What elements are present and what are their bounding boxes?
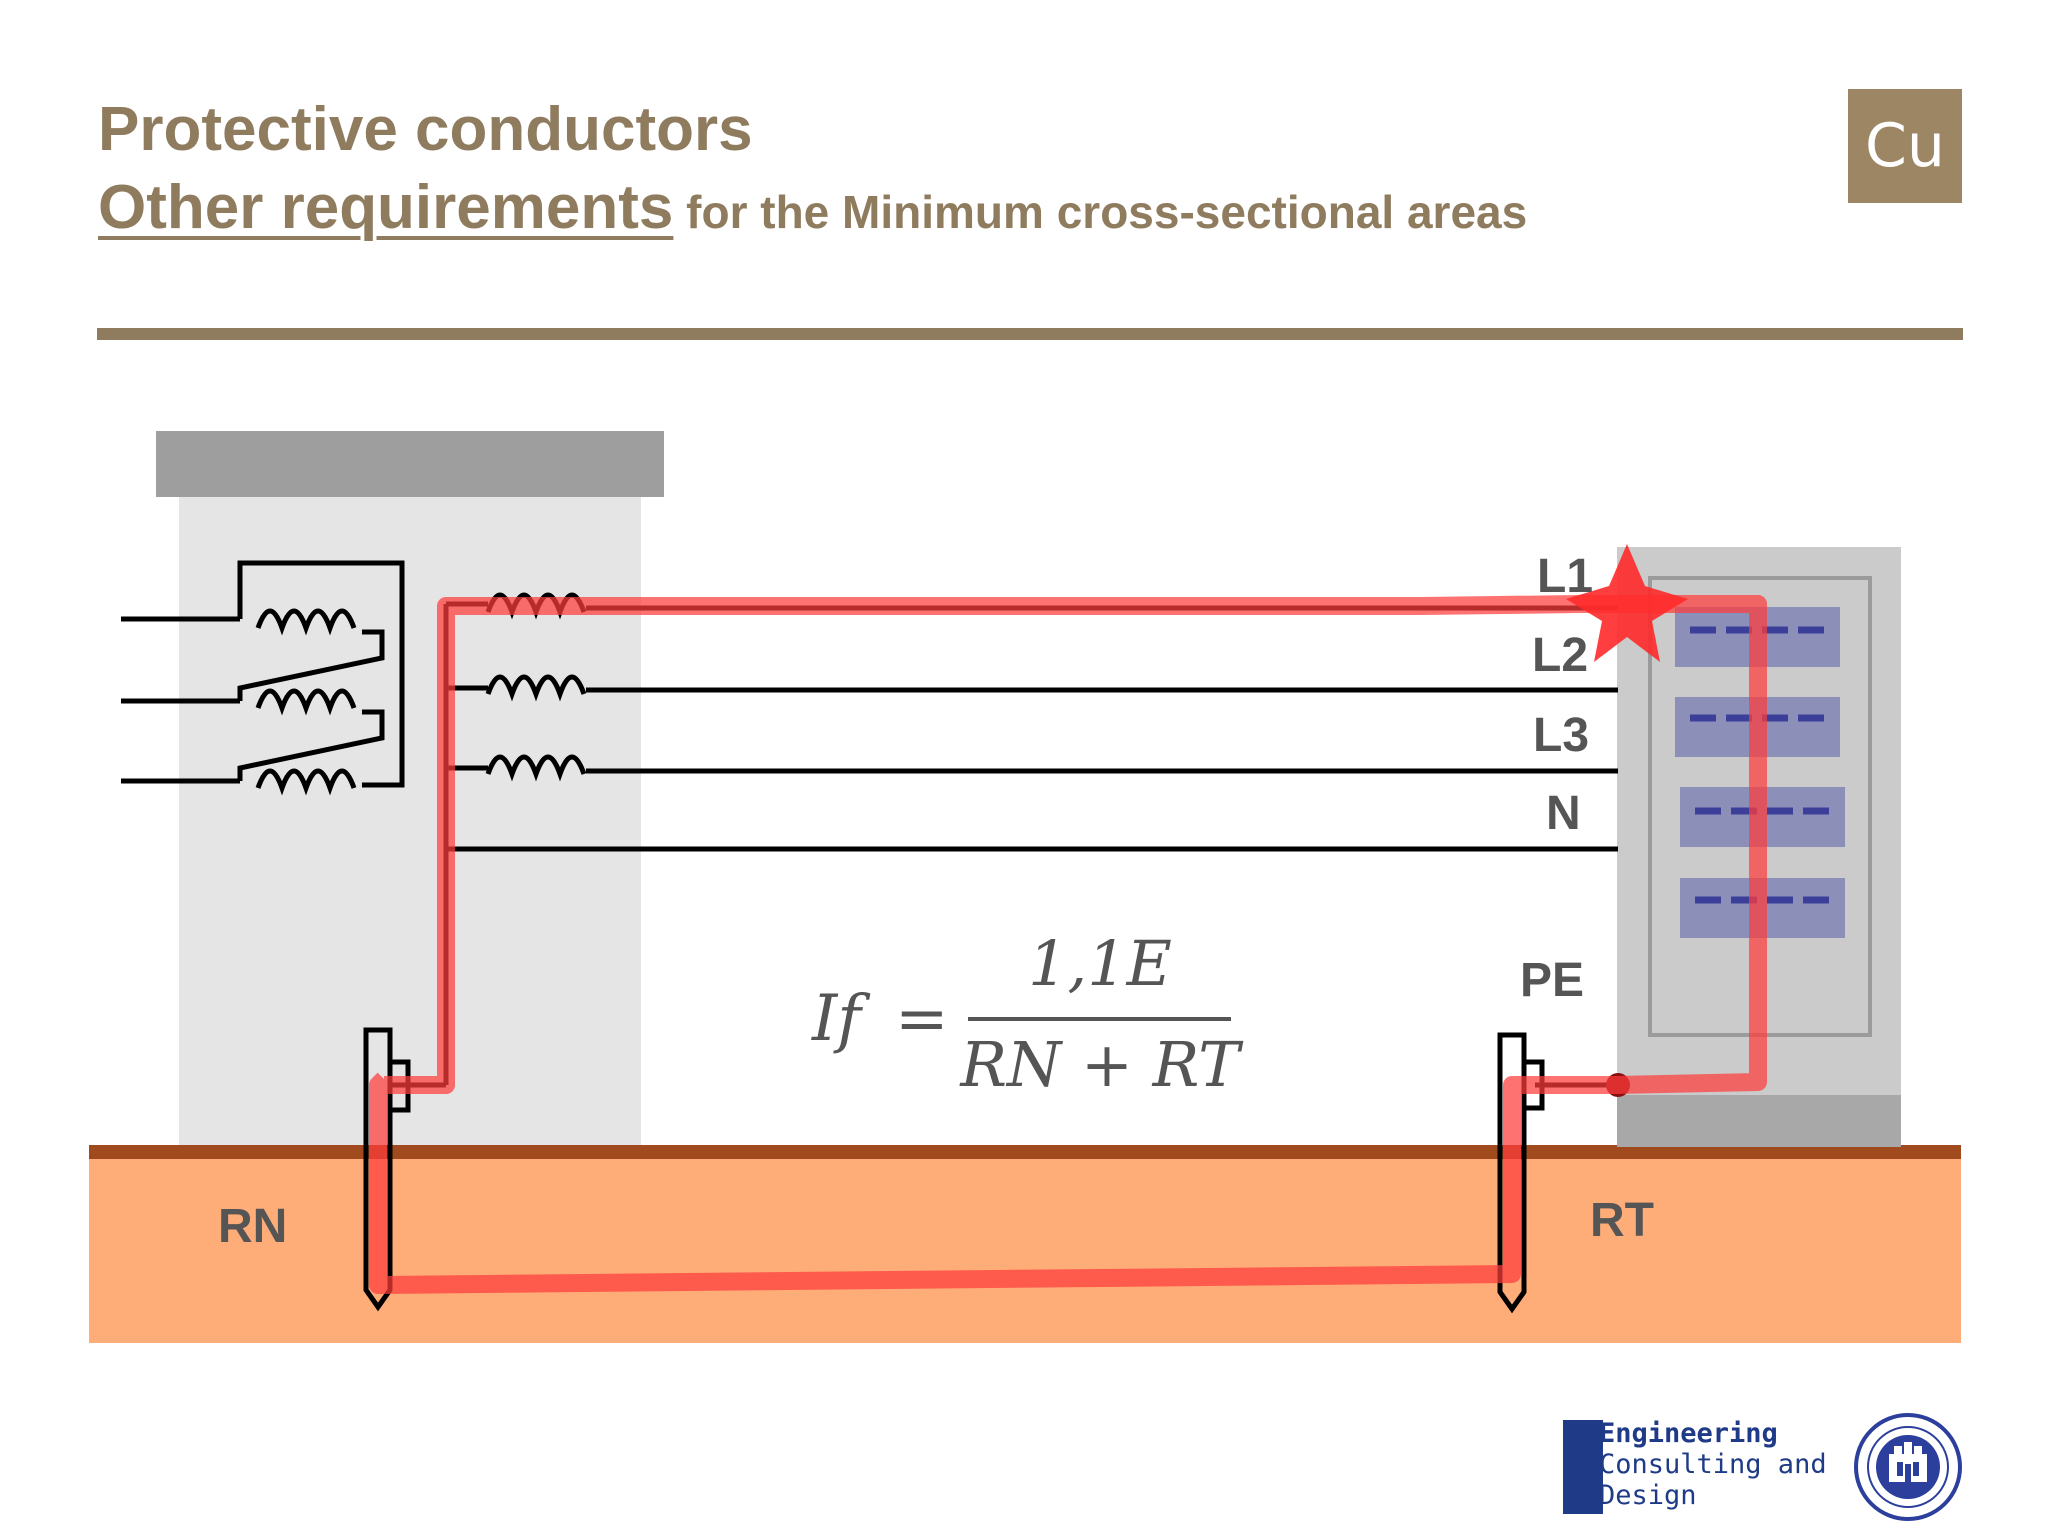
fault-star-icon — [1566, 544, 1688, 662]
label-l1: L1 — [1537, 550, 1593, 603]
slide-title: Protective conductors — [98, 95, 753, 164]
slide-subtitle: Other requirements for the Minimum cross… — [98, 173, 1528, 242]
panel-base — [1617, 1095, 1901, 1147]
label-n: N — [1546, 787, 1581, 840]
university-seal-icon — [1854, 1413, 1962, 1521]
formula-numerator: 1,1E — [1028, 927, 1172, 1000]
ecd-logo: Engineering Consulting and Design — [1563, 1418, 1827, 1514]
logo-line-2: Consulting and — [1599, 1449, 1827, 1480]
formula-equals: = — [895, 982, 949, 1056]
label-rn: RN — [218, 1200, 287, 1253]
ecd-logo-block — [1563, 1420, 1603, 1514]
formula-lhs: If — [811, 982, 871, 1056]
substation-building — [179, 495, 641, 1145]
logo-line-1: Engineering — [1599, 1418, 1778, 1449]
substation-roof — [156, 431, 664, 497]
subtitle-emphasis: Other requirements — [98, 173, 674, 242]
header-rule — [97, 328, 1963, 340]
logo-line-3: Design — [1599, 1480, 1697, 1511]
fault-current-path — [369, 595, 1767, 1294]
fault-current-formula: If = 1,1E RN + RT — [811, 927, 1244, 1101]
label-pe: PE — [1520, 954, 1584, 1007]
transformer-primary — [121, 560, 405, 796]
label-l2: L2 — [1532, 629, 1588, 682]
ground — [89, 1145, 1961, 1343]
label-rt: RT — [1590, 1194, 1654, 1247]
label-l3: L3 — [1533, 709, 1589, 762]
subtitle-rest: for the Minimum cross-sectional areas — [673, 186, 1528, 238]
formula-denominator: RN + RT — [959, 1028, 1244, 1101]
cu-badge: Cu — [1848, 89, 1962, 203]
ground-surface-line — [89, 1145, 1961, 1159]
